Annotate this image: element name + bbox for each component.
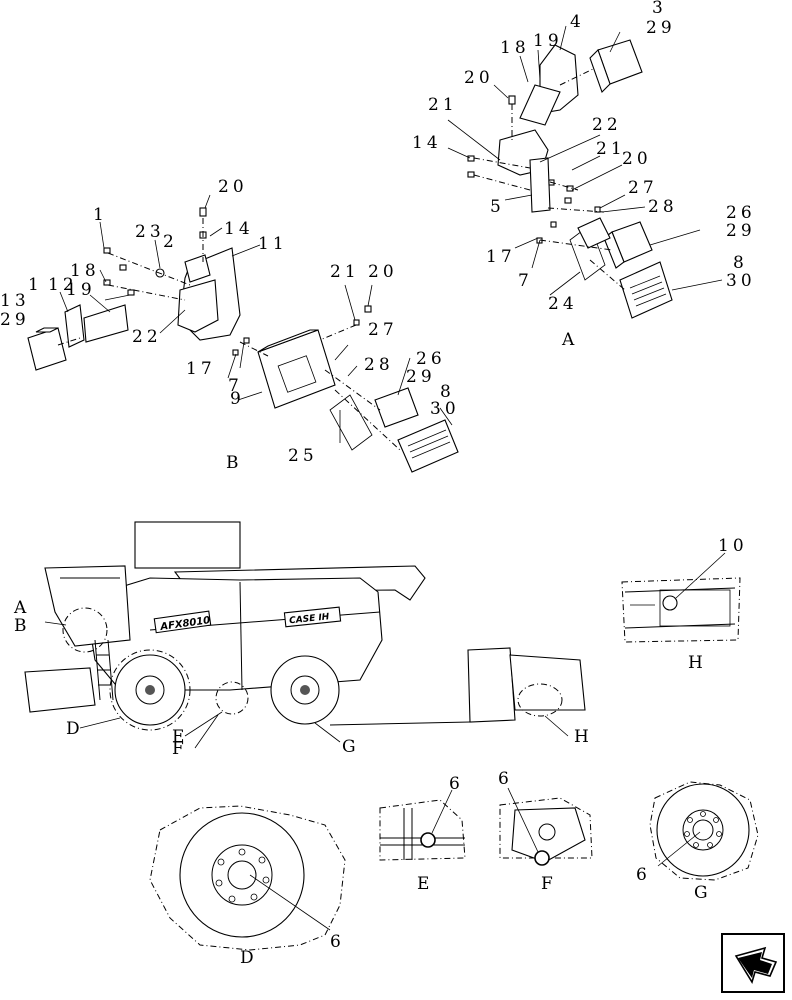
callout-18-b: 18: [70, 261, 100, 281]
callout-28-b: 28: [364, 355, 394, 375]
callout-6-e: 6: [449, 774, 464, 794]
callout-29-a2: 29: [726, 221, 756, 241]
next-page-arrow-icon[interactable]: [721, 933, 785, 993]
callout-8-b: 8: [440, 382, 455, 402]
marker-6-e: [420, 832, 436, 848]
callout-2-b: 2: [163, 232, 178, 252]
label-a-combine: A: [13, 598, 30, 618]
callout-1-b1: 1: [93, 205, 108, 225]
callout-1-b2: 1: [28, 275, 43, 295]
callout-3-a: 3: [652, 0, 667, 18]
detail-circle-d: [109, 649, 191, 731]
label-d: D: [240, 948, 258, 968]
callout-20-b2: 20: [368, 262, 398, 282]
detail-circle-a: [62, 607, 108, 653]
label-h-combine: H: [574, 727, 593, 747]
callout-8-a: 8: [733, 253, 748, 273]
callout-5-a: 5: [490, 197, 505, 217]
callout-17-b: 17: [186, 359, 216, 379]
detail-e: [379, 789, 466, 861]
callout-22-a: 22: [592, 115, 622, 135]
bracket-plate-5: [529, 157, 551, 213]
brand-badge: CASE IH: [289, 612, 331, 626]
lamp-29-left: [27, 327, 67, 371]
callout-7-b: 7: [228, 376, 243, 396]
callout-27-b: 27: [368, 320, 398, 340]
callout-21-a1: 21: [428, 95, 458, 115]
label-b-combine: B: [14, 616, 31, 636]
callout-30-a: 30: [726, 271, 756, 291]
callout-10-h: 10: [718, 536, 748, 556]
callout-23-b: 23: [135, 222, 165, 242]
detail-d: [149, 805, 346, 951]
label-f: F: [541, 874, 557, 894]
callout-22-b: 22: [132, 327, 162, 347]
label-g-combine: G: [342, 737, 360, 757]
callout-20-a1: 20: [464, 68, 494, 88]
callout-20-a2: 20: [622, 149, 652, 169]
callout-19-a: 19: [533, 31, 563, 51]
wheel-rim-d: [179, 812, 305, 938]
wheel-rim-g: [656, 783, 750, 877]
rear-section: [467, 647, 516, 723]
callout-9-b: 9: [230, 389, 245, 409]
detail-h: [621, 552, 741, 643]
detail-f: [499, 787, 593, 866]
lamp-housing-9: [257, 329, 336, 409]
callout-29-a: 29: [646, 18, 676, 38]
callout-12-b: 12: [48, 275, 78, 295]
callout-20-b1: 20: [218, 177, 248, 197]
tube: [83, 304, 129, 343]
label-e: E: [417, 874, 433, 894]
callout-11-b: 11: [258, 234, 288, 254]
callout-24-a: 24: [548, 294, 578, 314]
callout-14-b: 14: [224, 219, 254, 239]
callout-6-g: 6: [636, 865, 651, 885]
mount-22: [177, 279, 219, 333]
callout-29-b1: 29: [0, 310, 30, 330]
callout-27-a: 27: [628, 178, 658, 198]
label-h: H: [688, 653, 707, 673]
lamp-30-b: [397, 419, 459, 473]
callout-13-b: 13: [0, 291, 30, 311]
callout-18-a: 18: [500, 38, 530, 58]
callout-21-a2: 21: [596, 139, 626, 159]
detail-circle-ef: [215, 681, 249, 715]
callout-21-b: 21: [330, 262, 360, 282]
callout-14-a: 14: [412, 133, 442, 153]
detail-g: [649, 781, 759, 881]
callout-26-a: 26: [726, 203, 756, 223]
label-f-combine: F: [172, 739, 188, 759]
callout-4-a: 4: [570, 12, 585, 32]
combine-harvester: AFX8010 CASE IH: [24, 521, 586, 749]
label-e-combine: E: [172, 727, 188, 747]
callout-30-b: 30: [430, 399, 460, 419]
callout-26-b: 26: [416, 349, 446, 369]
detail-a-assembly: [447, 25, 723, 319]
detail-b-assembly: [27, 194, 459, 473]
label-b: B: [226, 453, 243, 473]
marker-6-f: [534, 850, 550, 866]
ladder: [94, 639, 114, 701]
callout-25-b: 25: [288, 446, 318, 466]
label-g: G: [694, 883, 712, 903]
label-a: A: [561, 330, 578, 350]
lamp-30: [619, 261, 673, 319]
callout-19-b: 19: [66, 280, 96, 300]
callout-28-a: 28: [648, 197, 678, 217]
callout-6-f: 6: [498, 769, 513, 789]
gasket-25: [329, 394, 373, 451]
lamp-26-b: [374, 387, 419, 428]
callout-6-d: 6: [330, 932, 345, 952]
detail-circle-h: [517, 683, 563, 717]
plate-12: [64, 304, 85, 348]
callout-29-b2: 29: [406, 367, 436, 387]
label-d-combine: D: [66, 719, 84, 739]
feeder-house: [24, 667, 96, 713]
arm-tube: [519, 84, 561, 126]
callout-7-a: 7: [518, 271, 533, 291]
callout-17-a: 17: [486, 247, 516, 267]
